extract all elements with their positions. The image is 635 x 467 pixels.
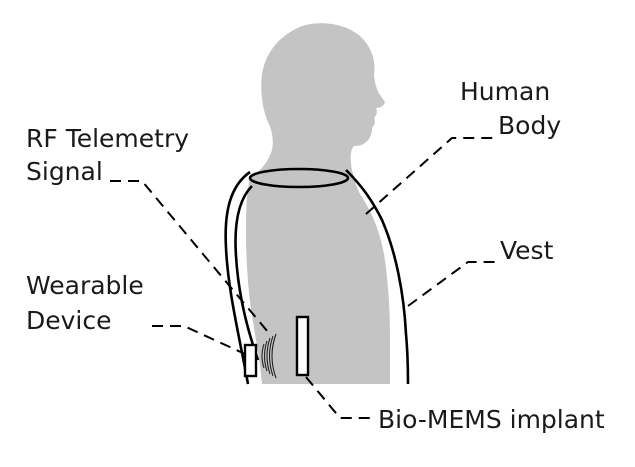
human-label-line1: Human: [460, 77, 550, 106]
human-label-line2: Body: [498, 111, 561, 140]
implant-leader: [305, 376, 370, 419]
wearable-device-leader: [152, 325, 246, 355]
vest-outline-back-inner: [234, 185, 260, 361]
vest-outline-back: [224, 170, 251, 385]
human-body-leader: [365, 137, 498, 215]
rf-signal-waves: [261, 333, 277, 379]
wearable-device: [243, 343, 258, 378]
vest-leader: [407, 261, 498, 307]
implant-label: Bio-MEMS implant: [378, 405, 605, 434]
vest-outline-front: [345, 169, 410, 385]
vest-collar: [248, 167, 350, 189]
rf-signal-leader: [110, 180, 269, 333]
rf-label-line1: RF Telemetry: [26, 124, 189, 153]
bio-mems-implant: [295, 315, 310, 377]
rf-label-line2: Signal: [26, 157, 103, 186]
vest-label: Vest: [500, 236, 554, 265]
wearable-label-line2: Device: [26, 306, 112, 335]
human-body-silhouette: [246, 23, 390, 385]
wearable-label-line1: Wearable: [26, 271, 144, 300]
